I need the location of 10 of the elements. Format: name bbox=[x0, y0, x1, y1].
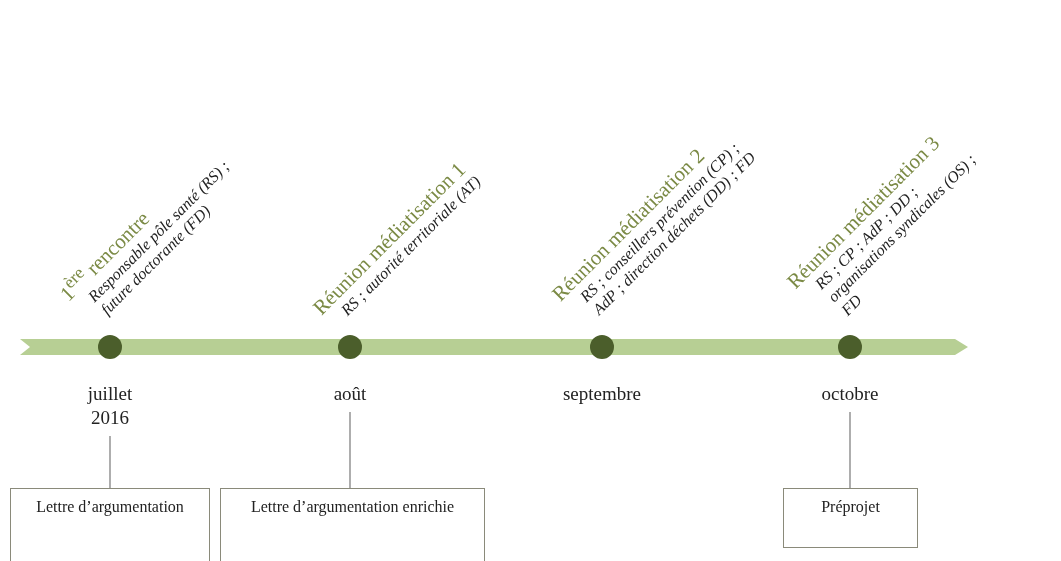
document-box: Préprojet bbox=[783, 488, 918, 548]
connector-line bbox=[109, 435, 111, 489]
connector-line bbox=[349, 411, 351, 489]
document-box: Lettre d’argumentation bbox=[10, 488, 210, 561]
month-label: août bbox=[310, 382, 390, 406]
month-label: juillet 2016 bbox=[70, 382, 150, 430]
month-label: octobre bbox=[790, 382, 910, 406]
month-label: septembre bbox=[532, 382, 672, 406]
document-box: Lettre d’argumentation enrichie bbox=[220, 488, 485, 561]
connector-line bbox=[849, 411, 851, 489]
